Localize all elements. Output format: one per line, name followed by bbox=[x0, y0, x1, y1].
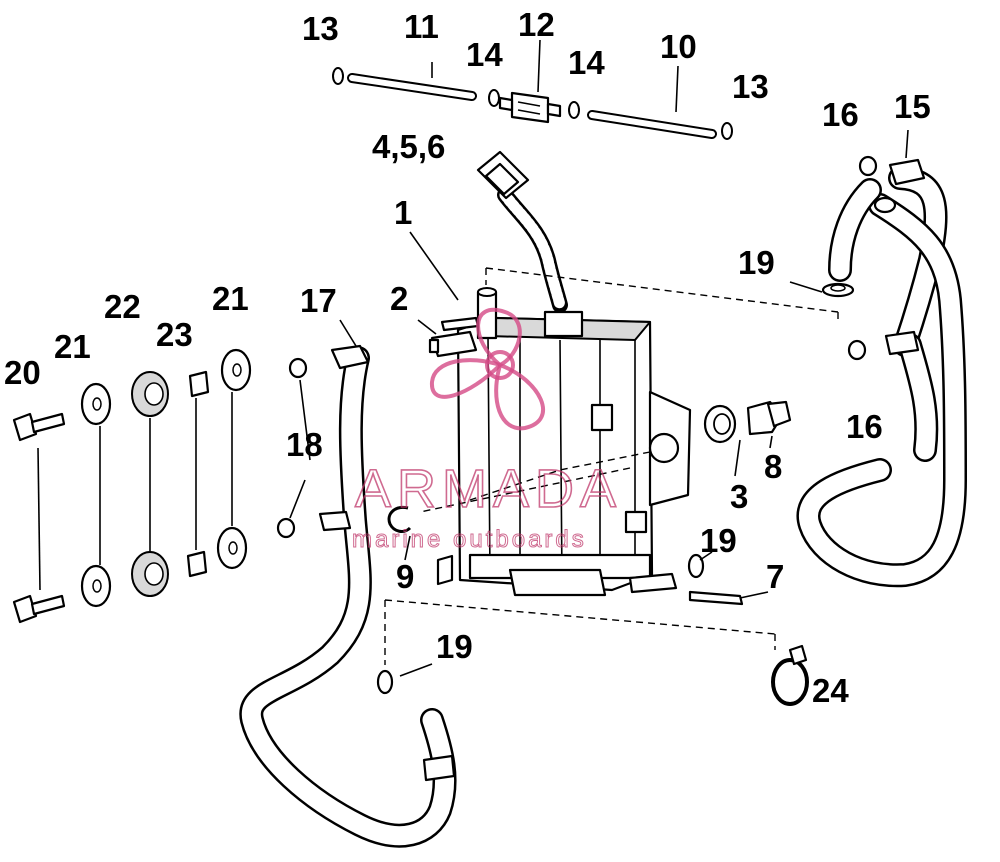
washer-21-left-top bbox=[80, 382, 112, 426]
callout-14-right: 14 bbox=[568, 44, 605, 81]
callout-19-right: 19 bbox=[700, 522, 737, 559]
fitting-outlet bbox=[628, 572, 678, 594]
pin-7 bbox=[688, 590, 744, 606]
clamp-13-right bbox=[721, 122, 733, 140]
sleeve-23-top bbox=[188, 370, 210, 398]
clamp-14-right bbox=[568, 101, 580, 119]
vapor-separator-body-1 bbox=[436, 287, 692, 597]
grommet-22-top bbox=[131, 371, 169, 417]
wire-harness-4-5-6 bbox=[476, 150, 568, 313]
callout-18: 18 bbox=[286, 426, 323, 463]
callout-22: 22 bbox=[104, 288, 141, 325]
leader-lines bbox=[37, 39, 909, 677]
callout-13-left: 13 bbox=[302, 10, 339, 47]
callout-14-left: 14 bbox=[466, 36, 503, 73]
callout-8: 8 bbox=[764, 448, 782, 485]
callout-13-right: 13 bbox=[732, 68, 769, 105]
callout-16-top: 16 bbox=[822, 96, 859, 133]
callout-1: 1 bbox=[394, 194, 412, 231]
callout-12: 12 bbox=[518, 6, 555, 43]
o-ring-18-bottom bbox=[276, 517, 296, 539]
callout-19-top: 19 bbox=[738, 244, 775, 281]
clamp-13-left bbox=[332, 67, 344, 85]
callout-10: 10 bbox=[660, 28, 697, 65]
hose-17 bbox=[239, 344, 457, 848]
callout-2: 2 bbox=[390, 280, 408, 317]
sleeve-23-bottom bbox=[186, 550, 208, 578]
o-ring-16-bottom bbox=[847, 339, 867, 361]
fitting-8 bbox=[746, 400, 792, 436]
watermark-tagline: marine outboards bbox=[352, 526, 587, 553]
connector-12 bbox=[498, 91, 562, 124]
washer-21-right-top bbox=[220, 348, 252, 392]
callout-15: 15 bbox=[894, 88, 931, 125]
callout-16-bottom: 16 bbox=[846, 408, 883, 445]
callout-4-5-6: 4,5,6 bbox=[372, 128, 445, 165]
armada-watermark-logo bbox=[429, 307, 545, 431]
retainer-clip-9 bbox=[387, 505, 412, 533]
callout-24: 24 bbox=[812, 672, 849, 709]
o-ring-18-top bbox=[288, 357, 308, 379]
callout-7: 7 bbox=[766, 558, 784, 595]
callout-20: 20 bbox=[4, 354, 41, 391]
o-ring-16-top bbox=[858, 155, 878, 177]
grommet-22-bottom bbox=[131, 551, 169, 597]
callout-19-bottom: 19 bbox=[436, 628, 473, 665]
grommet-3 bbox=[703, 404, 737, 444]
callout-23: 23 bbox=[156, 316, 193, 353]
hose-10 bbox=[587, 110, 717, 139]
callout-21-right: 21 bbox=[212, 280, 249, 317]
watermark-brand: ARMADA bbox=[355, 459, 622, 519]
callout-9: 9 bbox=[396, 558, 414, 595]
clamp-24 bbox=[771, 644, 809, 706]
washer-21-left-bottom bbox=[80, 564, 112, 608]
hose-15 bbox=[796, 158, 967, 588]
callout-3: 3 bbox=[730, 478, 748, 515]
washer-19-top bbox=[821, 282, 855, 298]
washer-19-bottom bbox=[376, 669, 394, 695]
hose-11 bbox=[347, 73, 477, 101]
callout-21-left: 21 bbox=[54, 328, 91, 365]
washer-21-right-bottom bbox=[216, 526, 248, 570]
bolt-20-top bbox=[12, 412, 66, 442]
clamp-14-left bbox=[488, 89, 500, 107]
bolt-20-bottom bbox=[12, 594, 66, 624]
washer-19-right bbox=[687, 553, 705, 579]
callout-17: 17 bbox=[300, 282, 337, 319]
fuel-pump-2 bbox=[428, 316, 480, 358]
callout-11: 11 bbox=[404, 8, 439, 45]
